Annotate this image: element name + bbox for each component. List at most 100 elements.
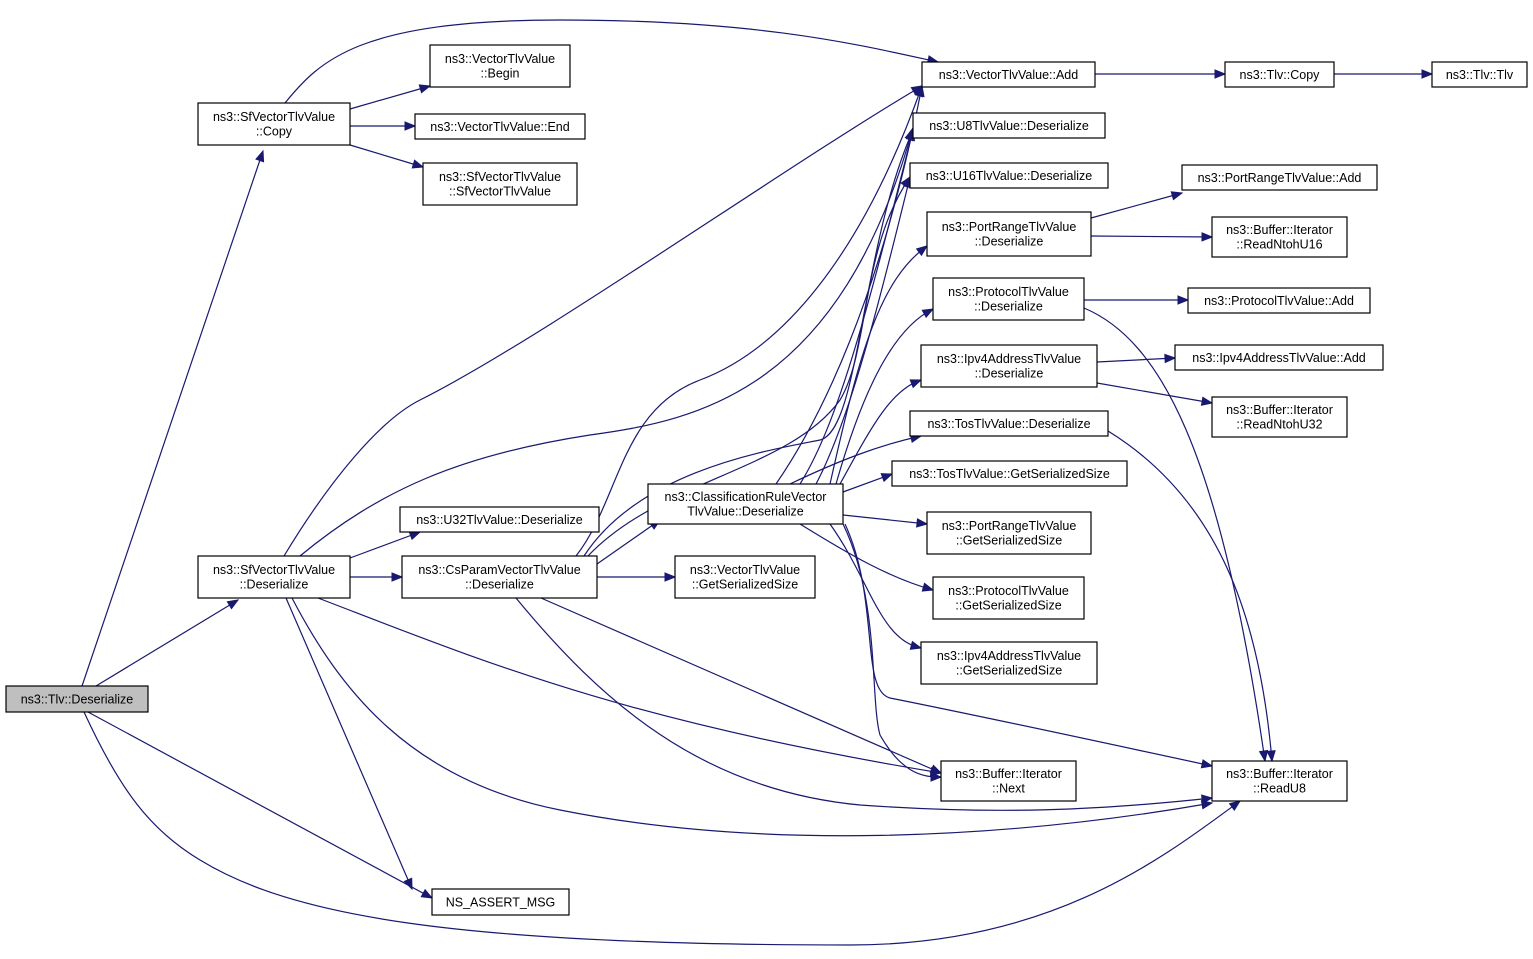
node-box [909, 410, 1109, 437]
node-box [1211, 760, 1348, 802]
node-protocol-deserialize[interactable]: ns3::ProtocolTlvValue::Deserialize [932, 277, 1085, 321]
edge-tlv_deserialize-to-iter_readu8 [83, 711, 1242, 946]
node-label: ns3::Ipv4AddressTlvValue::Add [1192, 351, 1366, 365]
node-box [932, 576, 1085, 620]
arrowhead [411, 159, 425, 169]
node-ns-assert-msg[interactable]: NS_ASSERT_MSG [431, 888, 570, 916]
node-portrange-getsize[interactable]: ns3::PortRangeTlvValue::GetSerializedSiz… [926, 511, 1092, 555]
edge-line [844, 523, 1213, 767]
arrowhead [408, 531, 422, 541]
edge-sfvec_deserialize-to-u32_deserialize [349, 531, 422, 559]
node-u32-deserialize[interactable]: ns3::U32TlvValue::Deserialize [399, 506, 600, 533]
node-classrule-deserialize[interactable]: ns3::ClassificationRuleVectorTlvValue::D… [647, 483, 844, 525]
edge-ipv4_deserialize-to-iter_readntohu32 [1096, 382, 1214, 406]
arrowhead [1258, 749, 1269, 763]
edge-line [575, 85, 923, 557]
node-label: ::Deserialize [240, 578, 309, 592]
edge-line [95, 599, 239, 687]
node-box [921, 61, 1096, 88]
node-csparam-deserialize[interactable]: ns3::CsParamVectorTlvValue::Deserialize [401, 555, 598, 599]
edge-line [317, 597, 942, 774]
edge-sfvec_copy-to-sfvec_ctor [349, 144, 425, 169]
node-vec-begin[interactable]: ns3::VectorTlvValue::Begin [429, 44, 571, 88]
edge-classrule_deserialize-to-protocol_deserialize [835, 308, 935, 485]
node-label: ::GetSerializedSize [956, 664, 1062, 678]
node-box [674, 555, 816, 599]
node-label: ns3::Tlv::Deserialize [21, 692, 134, 706]
node-protocol-getsize[interactable]: ns3::ProtocolTlvValue::GetSerializedSize [932, 576, 1085, 620]
node-box [920, 641, 1098, 685]
node-portrange-add[interactable]: ns3::PortRangeTlvValue::Add [1181, 164, 1378, 191]
node-label: ns3::Buffer::Iterator [955, 767, 1062, 781]
node-box [891, 460, 1128, 487]
arrowhead [1164, 353, 1177, 364]
node-box [197, 102, 351, 146]
edge-line [1096, 382, 1213, 404]
node-box [926, 511, 1092, 555]
edge-line [1083, 307, 1266, 762]
arrowhead [1201, 232, 1214, 242]
arrowhead [391, 572, 404, 582]
node-box [1224, 61, 1335, 88]
node-box [909, 162, 1109, 189]
node-tos-getsize[interactable]: ns3::TosTlvValue::GetSerializedSize [891, 460, 1128, 487]
arrowhead [915, 245, 929, 257]
node-label: ns3::Ipv4AddressTlvValue [937, 649, 1081, 663]
node-label: ns3::U32TlvValue::Deserialize [416, 513, 583, 527]
node-portrange-deserialize[interactable]: ns3::PortRangeTlvValue::Deserialize [926, 211, 1092, 257]
edge-classrule_deserialize-to-u8_deserialize [799, 128, 916, 485]
edge-portrange_deserialize-to-iter_readntohu16 [1090, 232, 1214, 242]
arrowhead [916, 518, 929, 528]
node-tlv-copy[interactable]: ns3::Tlv::Copy [1224, 61, 1335, 88]
edge-classrule_deserialize-to-u16_deserialize [815, 175, 913, 485]
node-ipv4-getsize[interactable]: ns3::Ipv4AddressTlvValue::GetSerializedS… [920, 641, 1098, 685]
node-label: ::ReadNtohU32 [1236, 418, 1322, 432]
node-box [932, 277, 1085, 321]
node-u16-deserialize[interactable]: ns3::U16TlvValue::Deserialize [909, 162, 1109, 189]
node-sfvec-ctor[interactable]: ns3::SfVectorTlvValue::SfVectorTlvValue [422, 162, 578, 206]
node-vec-getsize[interactable]: ns3::VectorTlvValue::GetSerializedSize [674, 555, 816, 599]
node-box [1431, 61, 1528, 88]
node-sfvec-copy[interactable]: ns3::SfVectorTlvValue::Copy [197, 102, 351, 146]
node-tlv-deserialize[interactable]: ns3::Tlv::Deserialize [5, 685, 149, 713]
node-ipv4-deserialize[interactable]: ns3::Ipv4AddressTlvValue::Deserialize [920, 344, 1098, 388]
node-iter-readntohu32[interactable]: ns3::Buffer::Iterator::ReadNtohU32 [1211, 396, 1348, 438]
edge-vec_add-to-tlv_copy [1095, 69, 1227, 79]
edge-classrule_deserialize-to-iter_readu8 [844, 523, 1214, 769]
node-box [399, 506, 600, 533]
edge-line [799, 523, 934, 591]
edge-sfvec_copy-to-vec_end [350, 121, 417, 131]
node-label: ns3::TosTlvValue::Deserialize [927, 417, 1090, 431]
node-tlv-tlv[interactable]: ns3::Tlv::Tlv [1431, 61, 1528, 88]
node-iter-readu8[interactable]: ns3::Buffer::Iterator::ReadU8 [1211, 760, 1348, 802]
node-vec-add[interactable]: ns3::VectorTlvValue::Add [921, 61, 1096, 88]
node-label: ::GetSerializedSize [955, 599, 1061, 613]
node-vec-end[interactable]: ns3::VectorTlvValue::End [414, 113, 586, 140]
edge-line [839, 379, 922, 485]
node-box [1181, 164, 1378, 191]
arrowhead [1200, 759, 1214, 769]
edge-classrule_deserialize-to-ipv4_deserialize [839, 379, 923, 485]
arrowhead [930, 772, 943, 782]
edge-tlv_deserialize-to-sfvec_deserialize [95, 599, 240, 687]
edge-classrule_deserialize-to-vec_add [775, 84, 925, 485]
node-label: ns3::SfVectorTlvValue [213, 563, 335, 577]
edge-csparam_deserialize-to-classrule_deserialize [596, 519, 662, 565]
node-sfvec-deserialize[interactable]: ns3::SfVectorTlvValue::Deserialize [197, 555, 351, 599]
node-box [647, 483, 844, 525]
node-iter-readntohu16[interactable]: ns3::Buffer::Iterator::ReadNtohU16 [1211, 216, 1348, 258]
node-ipv4-add[interactable]: ns3::Ipv4AddressTlvValue::Add [1174, 344, 1384, 371]
node-u8-deserialize[interactable]: ns3::U8TlvValue::Deserialize [912, 112, 1106, 139]
edge-sfvec_deserialize-to-iter_next [317, 597, 943, 776]
edge-line [799, 129, 914, 485]
node-label: ns3::PortRangeTlvValue [942, 220, 1077, 234]
node-label: ns3::ProtocolTlvValue [948, 584, 1069, 598]
edge-csparam_deserialize-to-vec_getsize [597, 572, 677, 582]
arrowhead [880, 473, 894, 483]
node-label: ns3::VectorTlvValue::Add [939, 68, 1078, 82]
arrowhead [1200, 396, 1214, 406]
node-iter-next[interactable]: ns3::Buffer::Iterator::Next [940, 760, 1077, 802]
node-protocol-add[interactable]: ns3::ProtocolTlvValue::Add [1187, 287, 1371, 314]
node-tos-deserialize[interactable]: ns3::TosTlvValue::Deserialize [909, 410, 1109, 437]
